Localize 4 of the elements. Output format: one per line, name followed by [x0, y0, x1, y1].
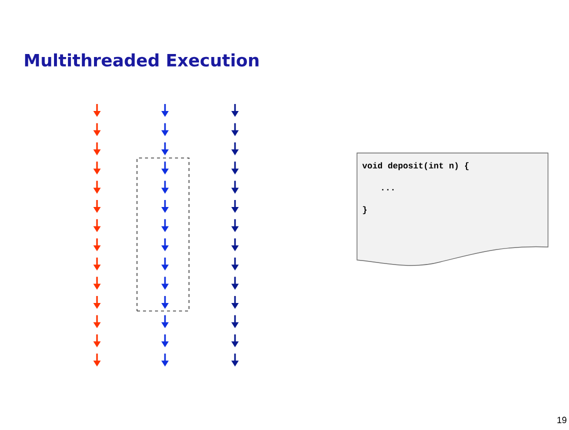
- code-document: void deposit(int n) { ... }: [356, 152, 548, 266]
- selection-box: [136, 158, 190, 312]
- title: Multithreaded Execution: [25, 53, 258, 67]
- page-number: 19: [557, 416, 566, 424]
